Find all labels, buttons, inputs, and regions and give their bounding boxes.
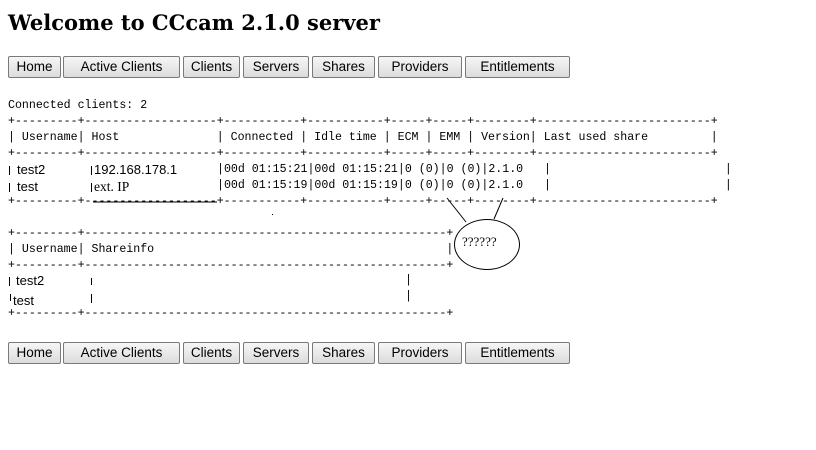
row-left-border (9, 183, 10, 192)
page-title: Welcome to CCcam 2.1.0 server (8, 10, 380, 35)
nav-providers-button[interactable]: Providers (378, 56, 462, 78)
shares-table-bottom-border: +---------+-----------------------------… (8, 307, 454, 320)
nav-servers-button[interactable]: Servers (243, 342, 309, 364)
nav-clients-button[interactable]: Clients (183, 56, 240, 78)
nav-entitlements-button[interactable]: Entitlements (465, 56, 570, 78)
nav-shares-button[interactable]: Shares (312, 56, 375, 78)
nav-active-clients-button[interactable]: Active Clients (63, 342, 180, 364)
annotation-pointer-ecm (446, 197, 467, 223)
client-host: ext. IP (94, 179, 130, 194)
row-left-border (9, 277, 10, 286)
client-username: test (17, 179, 38, 194)
clients-table-header-border: +---------+-------------------+---------… (8, 147, 718, 160)
clients-table-bottom-border: +---------+-------------------+---------… (8, 195, 718, 208)
row-cell-separator (91, 278, 92, 285)
clients-table-top-border: +---------+-------------------+---------… (8, 115, 718, 128)
annotation-circle (454, 219, 520, 270)
nav-shares-button[interactable]: Shares (312, 342, 375, 364)
client-stats: |00d 01:15:19|00d 01:15:19|0 (0)|0 (0)|2… (217, 179, 732, 192)
row-cell-separator (91, 166, 92, 175)
nav-clients-button[interactable]: Clients (183, 342, 240, 364)
clients-table-header: | Username| Host | Connected | Idle time… (8, 131, 718, 144)
nav-active-clients-button[interactable]: Active Clients (63, 56, 180, 78)
nav-home-button[interactable]: Home (8, 342, 61, 364)
shares-table-header: | Username| Shareinfo | (8, 243, 454, 256)
nav-providers-button[interactable]: Providers (378, 342, 462, 364)
connected-clients-label: Connected clients: 2 (8, 99, 148, 112)
client-host: 192.168.178.1 (94, 162, 178, 177)
client-stats: |00d 01:15:21|00d 01:15:21|0 (0)|0 (0)|2… (217, 163, 732, 176)
shares-table-right-border: | | (405, 274, 412, 303)
client-username: test2 (17, 162, 46, 177)
nav-servers-button[interactable]: Servers (243, 56, 309, 78)
row-left-border (10, 294, 11, 301)
annotation-pointer-emm (493, 197, 504, 220)
row-cell-separator (91, 183, 92, 192)
nav-home-button[interactable]: Home (8, 56, 61, 78)
share-username: test (13, 293, 34, 308)
nav-entitlements-button[interactable]: Entitlements (465, 342, 570, 364)
stray-dot (272, 214, 273, 215)
share-username: test2 (16, 273, 45, 288)
shares-table-top-border: +---------+-----------------------------… (8, 227, 454, 240)
annotation-question-text: ?????? (462, 234, 497, 249)
row-left-border (9, 166, 10, 175)
row-cell-separator (91, 294, 92, 303)
shares-table-header-border: +---------+-----------------------------… (8, 259, 454, 272)
